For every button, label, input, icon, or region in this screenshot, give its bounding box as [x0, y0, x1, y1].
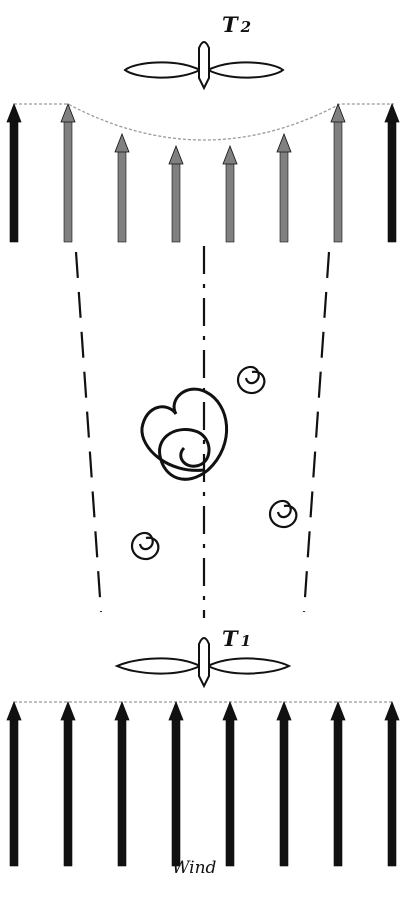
wake-arrow — [384, 102, 400, 243]
turbine-t2-label-sub: 2 — [240, 18, 252, 36]
turbine-t1-nacelle — [198, 637, 210, 689]
inflow-arrow — [168, 700, 184, 867]
turbine-t1-blade-left — [114, 657, 203, 675]
vortex-large — [140, 387, 229, 481]
wake-arrow — [168, 144, 184, 243]
wind-label: Wind — [172, 858, 217, 878]
wake-boundary-left — [74, 251, 103, 613]
turbine-t1-blade-right — [205, 657, 292, 675]
turbine-t2-blade-left — [123, 61, 203, 79]
turbine-t2-blade-right — [205, 61, 285, 79]
turbine-t1-label-sub: 1 — [240, 632, 252, 650]
turbine-t2-nacelle — [198, 41, 210, 91]
wake-arrow — [330, 102, 346, 243]
turbine-t1-label-main: T — [222, 626, 238, 651]
inflow-arrow — [60, 700, 76, 867]
wake-arrow — [114, 132, 130, 243]
inflow-arrow — [222, 700, 238, 867]
wake-arrow — [276, 132, 292, 243]
turbine-t1 — [114, 637, 292, 689]
inflow-velocity-arrows — [6, 700, 400, 867]
inflow-arrow — [384, 700, 400, 867]
inflow-arrow — [114, 700, 130, 867]
inflow-arrow — [6, 700, 22, 867]
inflow-arrow — [276, 700, 292, 867]
wake-profile-line — [14, 103, 394, 141]
wake-arrow — [222, 144, 238, 243]
turbine-t2 — [123, 41, 285, 91]
turbine-t2-label-main: T — [222, 12, 238, 37]
wake-arrow — [60, 102, 76, 243]
wake-arrow — [6, 102, 22, 243]
wake-velocity-arrows — [6, 102, 400, 243]
inflow-arrow — [330, 700, 346, 867]
wake-boundary-right — [302, 251, 331, 613]
vortex-small-upper-right — [236, 365, 266, 395]
vortex-small-left — [130, 531, 160, 561]
vortex-small-right — [268, 499, 298, 529]
